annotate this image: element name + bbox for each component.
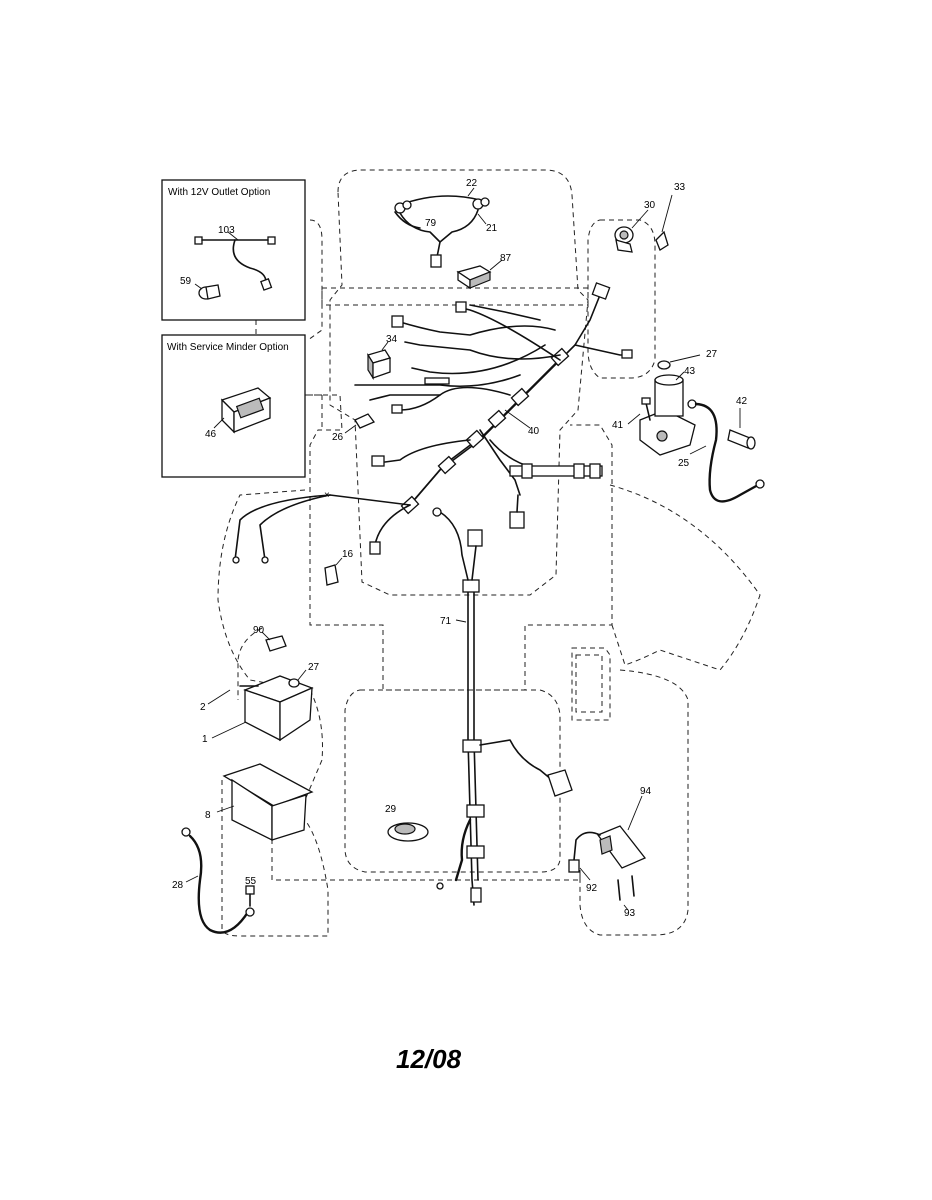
cable-28: 28 bbox=[172, 827, 255, 934]
callout-92: 92 bbox=[586, 883, 598, 894]
outlet-option-inset: With 12V Outlet Option 103 59 bbox=[161, 179, 306, 321]
ignition-switch-30: 30 bbox=[614, 200, 656, 253]
callout-27-upper: 27 bbox=[706, 349, 718, 360]
bolt-41: 41 bbox=[612, 397, 651, 431]
headlight-harness: 22 79 21 bbox=[394, 178, 498, 268]
switch-29: 29 bbox=[385, 804, 429, 842]
outlet-option-title: With 12V Outlet Option bbox=[168, 187, 270, 198]
callout-94: 94 bbox=[640, 786, 652, 797]
callout-71: 71 bbox=[440, 616, 452, 627]
harness-cross-mark: × bbox=[324, 490, 330, 501]
bolt-2: 2 bbox=[200, 685, 259, 713]
callout-59: 59 bbox=[180, 276, 192, 287]
switch-87: 87 bbox=[456, 253, 512, 290]
callout-25: 25 bbox=[678, 458, 690, 469]
callout-21: 21 bbox=[486, 223, 498, 234]
callout-33: 33 bbox=[674, 182, 686, 193]
battery-tray-8: 8 bbox=[205, 763, 314, 842]
bracket-94: 94 bbox=[596, 786, 652, 869]
service-minder-title: With Service Minder Option bbox=[167, 342, 289, 353]
callout-1: 1 bbox=[202, 734, 208, 745]
key-33: 33 bbox=[655, 182, 686, 251]
callout-93: 93 bbox=[624, 908, 636, 919]
fuse-26: 26 bbox=[332, 413, 376, 443]
switch-92: 92 bbox=[568, 831, 601, 894]
nut-27-lower: 27 bbox=[288, 662, 320, 688]
harness-71: 71 bbox=[432, 507, 573, 906]
callout-28: 28 bbox=[172, 880, 184, 891]
callout-55: 55 bbox=[245, 876, 257, 887]
callout-42: 42 bbox=[736, 396, 748, 407]
callout-26: 26 bbox=[332, 432, 344, 443]
switch-16: 16 bbox=[324, 549, 354, 586]
boot-42: 42 bbox=[727, 396, 756, 450]
service-minder-inset: With Service Minder Option 46 bbox=[161, 334, 306, 478]
screws-93: 93 bbox=[617, 875, 636, 919]
switch-34: 34 bbox=[366, 334, 398, 381]
callout-43: 43 bbox=[684, 366, 696, 377]
callout-46: 46 bbox=[205, 429, 217, 440]
callout-40: 40 bbox=[528, 426, 540, 437]
callout-8: 8 bbox=[205, 810, 211, 821]
callout-34: 34 bbox=[386, 334, 398, 345]
main-harness-40: 40 × bbox=[232, 282, 633, 564]
callout-2: 2 bbox=[200, 702, 206, 713]
callout-29: 29 bbox=[385, 804, 397, 815]
callout-87: 87 bbox=[500, 253, 512, 264]
callout-22: 22 bbox=[466, 178, 478, 189]
bolt-55: 55 bbox=[245, 876, 257, 907]
solenoid-43: 43 bbox=[639, 366, 696, 456]
callout-79: 79 bbox=[425, 218, 437, 229]
relay-90: 90 bbox=[253, 625, 287, 652]
cable-25: 25 bbox=[678, 399, 765, 503]
callout-103: 103 bbox=[218, 225, 235, 236]
callout-16: 16 bbox=[342, 549, 354, 560]
callout-30: 30 bbox=[644, 200, 656, 211]
callout-27-lower: 27 bbox=[308, 662, 320, 673]
callout-41: 41 bbox=[612, 420, 624, 431]
revision-date: 12/08 bbox=[396, 1044, 462, 1074]
nut-27-upper: 27 bbox=[657, 349, 718, 370]
callout-90: 90 bbox=[253, 625, 265, 636]
